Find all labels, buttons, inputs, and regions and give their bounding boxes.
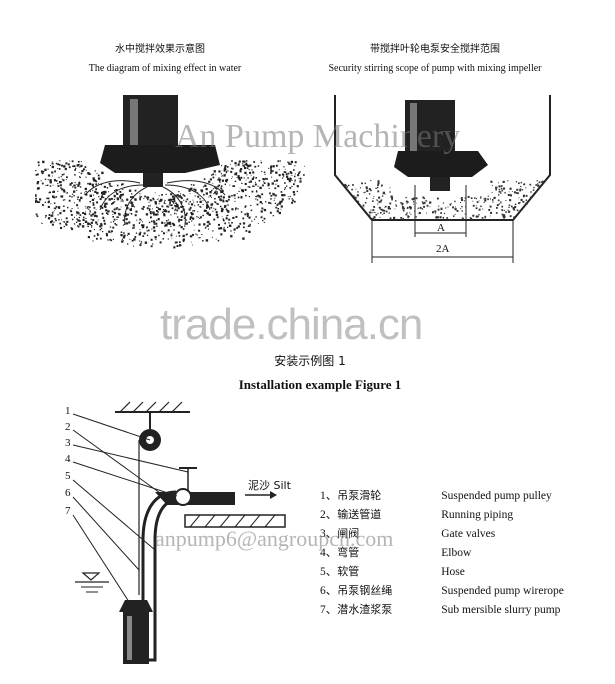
- dimension-lines: [371, 185, 514, 263]
- legend-row: 1、吊泵滑轮 Suspended pump pulley: [320, 487, 552, 503]
- install-title-zh: 安装示例图 1: [274, 354, 346, 368]
- mixing-effect-diagram: [35, 95, 305, 249]
- company-watermark: An Pump Machinery: [175, 118, 461, 155]
- installation-diagram: [72, 401, 286, 664]
- callout-3: 3: [65, 437, 71, 449]
- tank-wall: [334, 95, 551, 221]
- legend-en: Hose: [441, 566, 465, 578]
- impeller: [430, 177, 450, 191]
- legend-zh: 吊泵钢丝绳: [337, 584, 393, 597]
- pump-housing: [100, 145, 220, 173]
- legend-num: 6、: [320, 585, 338, 597]
- legend-num: 7、: [320, 604, 338, 616]
- callout-lines: [72, 413, 189, 606]
- legend-num: 4、: [320, 547, 338, 559]
- legend-zh: 弯管: [337, 546, 360, 559]
- left-figure-title-en: The diagram of mixing effect in water: [88, 63, 242, 74]
- callout-7: 7: [65, 505, 71, 517]
- left-figure-title-zh: 水中搅拌效果示意图: [115, 44, 205, 55]
- sediment-cloud: [35, 160, 305, 249]
- callout-2: 2: [65, 421, 71, 433]
- install-title-en: Installation example Figure 1: [238, 377, 402, 392]
- callout-1: 1: [65, 405, 71, 417]
- callout-5: 5: [65, 470, 71, 482]
- site-watermark: trade.china.cn: [160, 300, 423, 349]
- legend-zh: 软管: [337, 565, 360, 578]
- legend-row: 5、软管 Hose: [320, 563, 465, 579]
- legend-en: Suspended pump wirerope: [441, 585, 564, 597]
- water-level-icon: [81, 572, 101, 581]
- legend-en: Suspended pump pulley: [441, 490, 552, 502]
- legend-num: 3、: [320, 528, 338, 540]
- legend-zh: 闸阀: [337, 527, 360, 540]
- legend-num: 2、: [320, 509, 338, 521]
- right-figure-title-zh: 带搅拌叶轮电泵安全搅拌范围: [370, 44, 500, 55]
- legend-num: 5、: [320, 566, 338, 578]
- right-figure-title-en: Security stirring scope of pump with mix…: [328, 63, 542, 74]
- legend-zh: 输送管道: [337, 508, 382, 521]
- silt-label: 泥沙 Silt: [248, 479, 291, 492]
- email-watermark: anpump6@angroupcn.com: [155, 526, 394, 551]
- legend-row: 4、弯管 Elbow: [320, 544, 471, 560]
- legend-en: Running piping: [441, 509, 514, 521]
- legend-zh: 潜水渣浆泵: [337, 603, 393, 616]
- submersible-pump: [123, 612, 149, 664]
- callout-6: 6: [65, 487, 71, 499]
- legend-row: 7、潜水渣浆泵 Sub mersible slurry pump: [320, 601, 560, 617]
- dimension-2a-label: 2A: [436, 243, 450, 255]
- legend-row: 2、输送管道 Running piping: [320, 506, 513, 522]
- stirring-scope-diagram: [334, 95, 551, 263]
- legend-en: Gate valves: [441, 528, 496, 540]
- tank-sediment: [344, 180, 544, 220]
- legend-row: 6、吊泵钢丝绳 Suspended pump wirerope: [320, 582, 564, 598]
- legend-zh: 吊泵滑轮: [337, 489, 382, 502]
- impeller: [143, 173, 163, 187]
- legend-num: 1、: [320, 490, 338, 502]
- legend-row: 3、闸阀 Gate valves: [320, 525, 495, 541]
- pump-housing: [394, 151, 488, 177]
- legend-en: Elbow: [441, 547, 472, 559]
- callout-4: 4: [65, 453, 71, 465]
- elbow: [174, 488, 192, 506]
- dimension-a-label: A: [437, 222, 445, 234]
- legend-en: Sub mersible slurry pump: [441, 604, 561, 616]
